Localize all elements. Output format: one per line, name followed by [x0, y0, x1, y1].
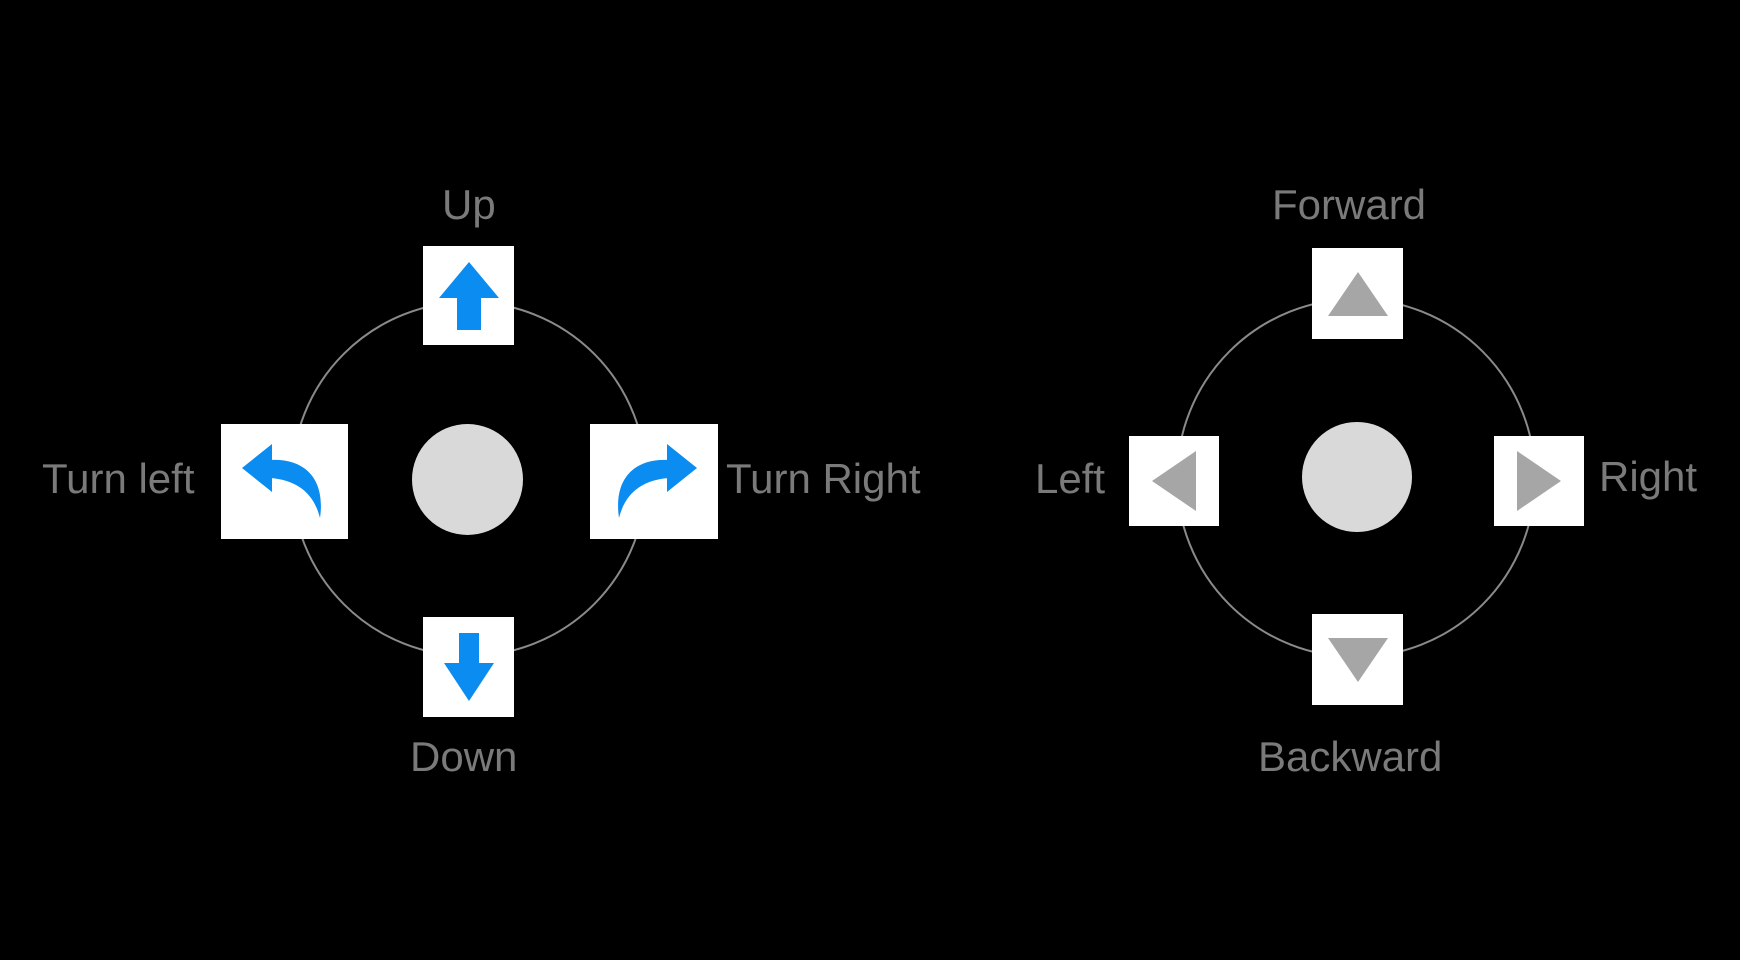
joystick-knob[interactable]: [412, 424, 523, 535]
triangle-left-icon: [1152, 451, 1196, 511]
turn-right-label: Turn Right: [726, 455, 921, 502]
right-button[interactable]: [1494, 436, 1584, 526]
triangle-up-icon: [1327, 271, 1388, 316]
turn-right-arrow-icon: [618, 443, 697, 518]
arrow-down-icon: [443, 633, 494, 701]
left-label: Left: [1035, 455, 1106, 502]
triangle-right-icon: [1517, 451, 1561, 511]
forward-label: Forward: [1272, 181, 1427, 228]
joystick-knob[interactable]: [1302, 422, 1412, 532]
triangle-down-icon: [1327, 637, 1388, 682]
up-button[interactable]: [423, 246, 514, 345]
left-button[interactable]: [1129, 436, 1219, 526]
turn-left-button[interactable]: [221, 424, 348, 539]
forward-button[interactable]: [1312, 248, 1403, 339]
turn-left-label: Turn left: [42, 455, 195, 502]
altitude-yaw-pad: Up Down Turn left Turn Right: [42, 181, 921, 780]
backward-button[interactable]: [1312, 614, 1403, 705]
backward-label: Backward: [1258, 733, 1443, 780]
up-label: Up: [442, 181, 496, 228]
right-label: Right: [1599, 453, 1698, 500]
turn-right-button[interactable]: [590, 424, 718, 539]
down-button[interactable]: [423, 617, 514, 717]
movement-pad: Forward Backward Left Right: [870, 0, 1740, 960]
arrow-up-icon: [438, 261, 499, 330]
down-label: Down: [410, 733, 518, 780]
turn-left-arrow-icon: [241, 443, 321, 518]
